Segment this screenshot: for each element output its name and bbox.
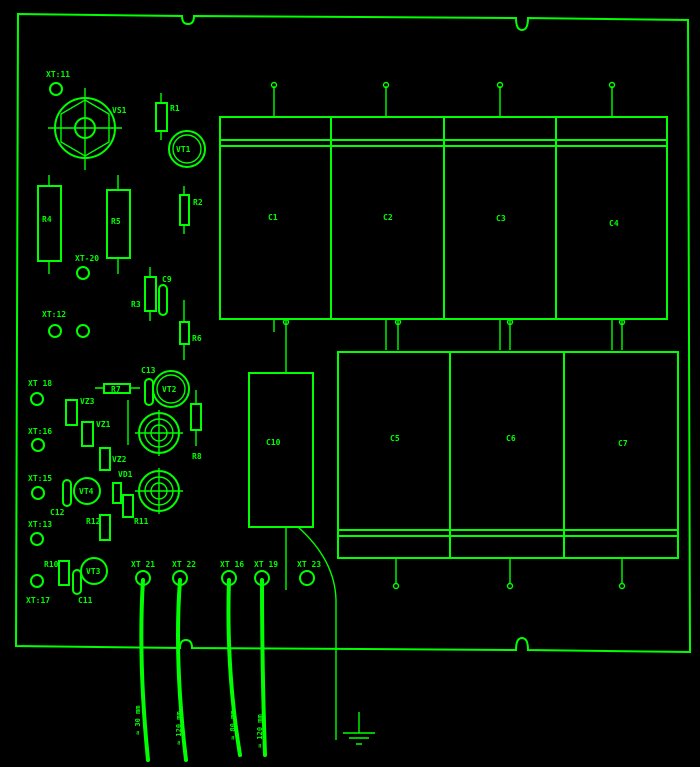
board-outline: [14, 12, 692, 654]
power-transistor-upper: [135, 410, 183, 456]
power-transistor-lower: [135, 468, 183, 514]
resistor-r12: [99, 514, 111, 541]
thyristor-vs1: [48, 88, 122, 170]
label-xt20: XT-20: [75, 254, 99, 263]
label-xt12: XT:12: [42, 310, 66, 319]
terminal-xt16a: [31, 438, 45, 452]
label-xt17: XT:17: [26, 596, 50, 605]
zener-vz3: [65, 399, 78, 426]
resistor-r2: [179, 194, 190, 226]
label-r4: R4: [42, 215, 52, 224]
label-c11: C11: [78, 596, 93, 605]
label-xt22: XT 22: [172, 560, 196, 569]
label-vz3: VZ3: [80, 397, 95, 406]
wire-xt19: [260, 578, 267, 757]
label-xt16: XT 16: [220, 560, 244, 569]
terminal-xt13: [30, 532, 44, 546]
label-r8: R8: [192, 452, 202, 461]
label-vt4: VT4: [79, 487, 94, 496]
label-c1: C1: [268, 213, 278, 222]
terminal-xt20: [76, 266, 90, 280]
label-vz1: VZ1: [96, 420, 111, 429]
capacitor-c11: [72, 569, 82, 595]
capacitor-c13: [144, 378, 154, 406]
wire-length-4: ≈ 120 mm: [256, 714, 264, 748]
wire-xt21: [139, 578, 150, 762]
label-xt21: XT 21: [131, 560, 155, 569]
resistor-r3: [144, 276, 157, 312]
wire-length-2: ≈ 120 mm: [175, 711, 183, 745]
label-xt16a: XT:16: [28, 427, 52, 436]
resistor-r10: [58, 560, 70, 586]
label-xt11: XT:11: [46, 70, 70, 79]
capacitor-c9: [158, 284, 168, 316]
label-r1: R1: [170, 104, 180, 113]
label-r11: R11: [134, 517, 149, 526]
label-c9: C9: [162, 275, 172, 284]
label-r12: R12: [86, 517, 101, 526]
label-xt13: XT:13: [28, 520, 52, 529]
wire-xt22: [176, 578, 188, 762]
label-r3: R3: [131, 300, 141, 309]
resistor-r8: [190, 403, 202, 431]
terminal-xt17: [30, 574, 44, 588]
wire-length-1: ≈ 30 mm: [134, 705, 142, 735]
label-xt23: XT 23: [297, 560, 321, 569]
wire-length-3: ≈ 80 mm: [229, 710, 237, 740]
label-c5: C5: [390, 434, 400, 443]
label-r7: R7: [111, 385, 121, 394]
transistor-vt4: [73, 477, 101, 505]
resistor-r6: [179, 321, 190, 345]
label-c12: C12: [50, 508, 65, 517]
label-xt15: XT:15: [28, 474, 52, 483]
label-vt3: VT3: [86, 567, 101, 576]
label-c2: C2: [383, 213, 393, 222]
label-c6: C6: [506, 434, 516, 443]
ground-icon: [343, 712, 375, 745]
capacitor-bank-upper: [219, 81, 668, 360]
label-xt19: XT 19: [254, 560, 278, 569]
label-r2: R2: [193, 198, 203, 207]
terminal-xt23: [299, 570, 315, 586]
zener-vz2: [99, 447, 111, 471]
diode-vd1: [112, 482, 122, 504]
terminal-xt12b: [76, 324, 90, 338]
zener-vz1: [81, 421, 94, 447]
terminal-xt15: [31, 486, 45, 500]
wire-xt16: [226, 578, 242, 757]
label-c13: C13: [141, 366, 156, 375]
label-vt2: VT2: [162, 385, 177, 394]
resistor-r1: [155, 102, 168, 132]
terminal-xt11: [49, 82, 63, 96]
label-vz2: VZ2: [112, 455, 127, 464]
label-vd1: VD1: [118, 470, 133, 479]
label-vs1: VS1: [112, 106, 127, 115]
label-c7: C7: [618, 439, 628, 448]
transistor-vt1: [168, 130, 206, 168]
terminal-xt12: [48, 324, 62, 338]
capacitor-c10: [248, 372, 314, 528]
resistor-r11: [122, 494, 134, 518]
label-r6: R6: [192, 334, 202, 343]
capacitor-c12: [62, 479, 72, 507]
terminal-xt18: [30, 392, 44, 406]
label-c3: C3: [496, 214, 506, 223]
label-r5: R5: [111, 217, 121, 226]
label-vt1: VT1: [176, 145, 191, 154]
label-xt18: XT 18: [28, 379, 52, 388]
label-c10: C10: [266, 438, 281, 447]
label-c4: C4: [609, 219, 619, 228]
transistor-vt2: [152, 370, 190, 408]
capacitor-bank-lower: [337, 351, 679, 590]
label-r10: R10: [44, 560, 59, 569]
